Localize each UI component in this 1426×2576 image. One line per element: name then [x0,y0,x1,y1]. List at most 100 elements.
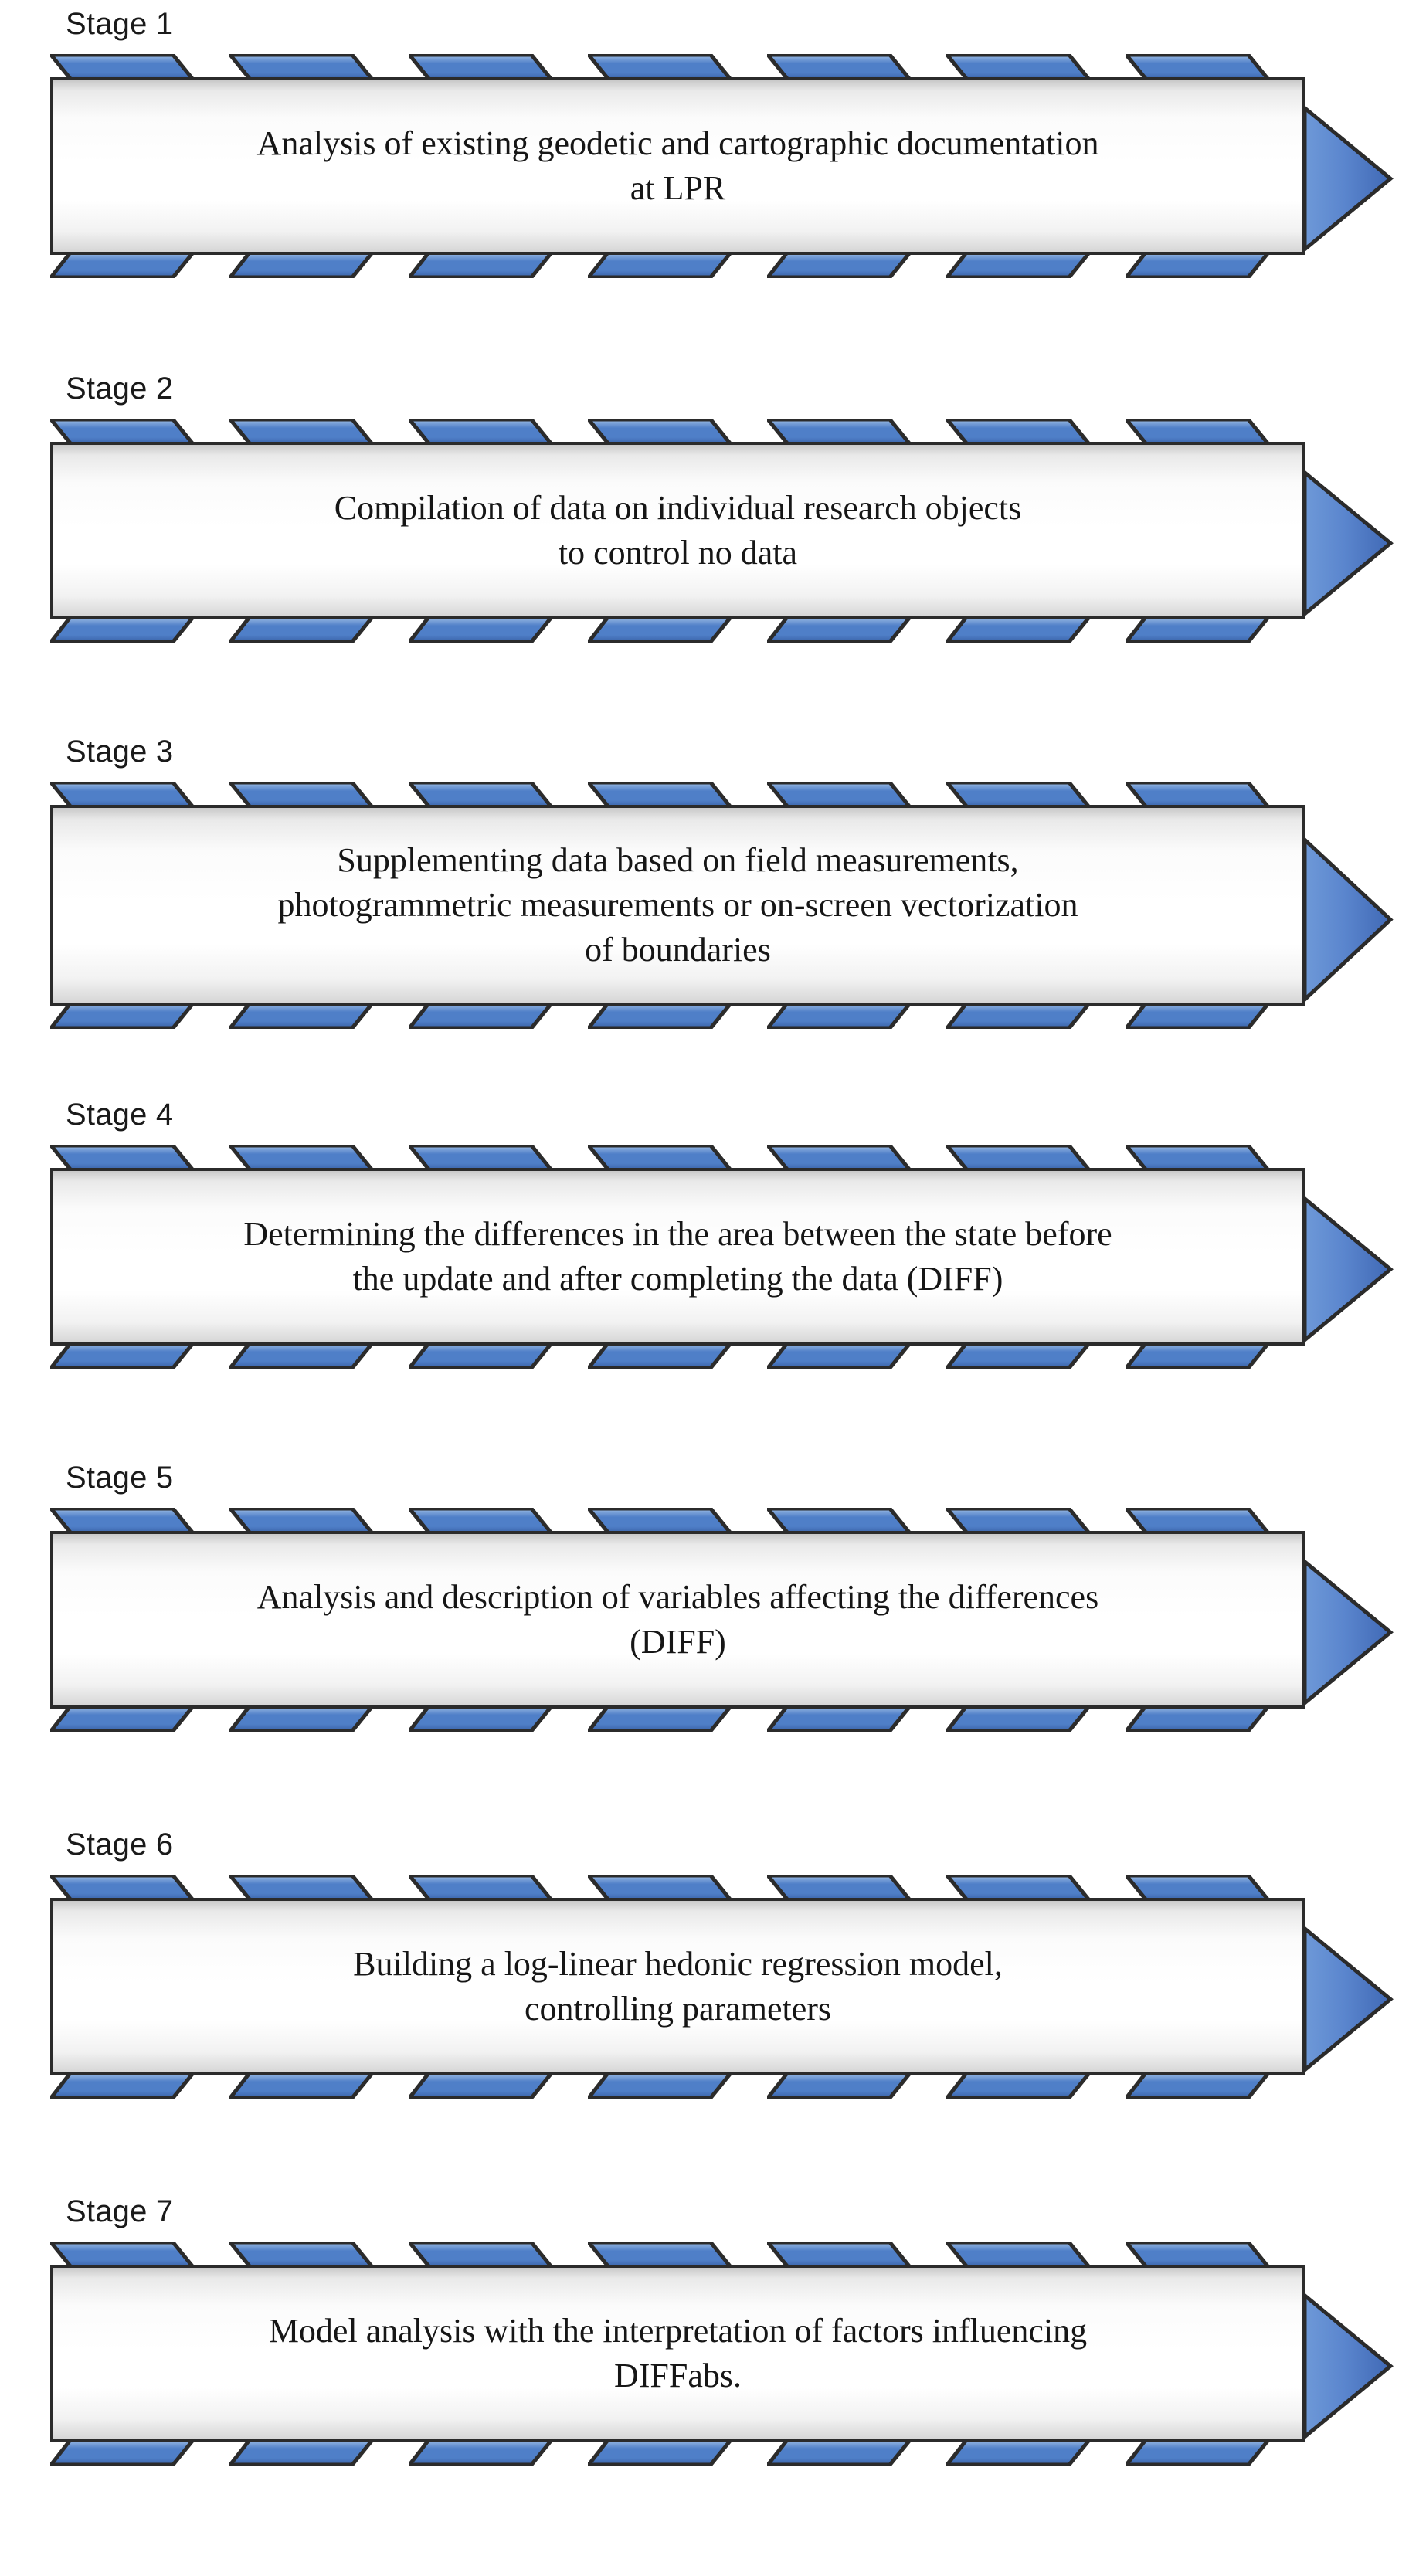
chevron-icon [1126,54,1269,80]
chevron-icon [229,419,373,445]
stage-text-4: Determining the differences in the area … [243,1215,1112,1298]
stage-block-4: Stage 4 [0,1097,1426,1369]
stage-arrow-2: Compilation of data on individual resear… [0,419,1426,643]
stage-text-7: Model analysis with the interpretation o… [268,2312,1088,2394]
chevron-icon [588,1145,732,1171]
stage-text-6: Building a log-linear hedonic regression… [353,1945,1003,2028]
chevron-icon [588,1705,732,1732]
chevron-icon [229,54,373,80]
chevron-icon [1126,1003,1269,1029]
chevron-icon [767,252,911,278]
chevron-icon [229,782,373,808]
chevron-icon [767,1003,911,1029]
chevron-icon [50,1003,194,1029]
chevron-icon [50,1342,194,1369]
stage-body-3: Supplementing data based on field measur… [50,805,1305,1006]
stage-text-1: Analysis of existing geodetic and cartog… [256,124,1099,207]
chevron-icon [1126,616,1269,643]
arrow-head-icon [1302,1926,1394,2072]
chevron-icon [767,419,911,445]
chevron-icon [229,2439,373,2466]
chevron-icon [409,1875,552,1901]
chevron-icon [50,2439,194,2466]
chevron-icon [229,1875,373,1901]
chevron-icon [946,1145,1090,1171]
chevron-icon [1126,419,1269,445]
chevron-row-bottom-6 [50,2072,1305,2099]
chevron-icon [1126,2242,1269,2268]
chevron-icon [588,616,732,643]
stage-text-5: Analysis and description of variables af… [256,1578,1099,1661]
chevron-icon [1126,252,1269,278]
chevron-icon [588,252,732,278]
chevron-icon [767,2072,911,2099]
stage-arrow-3: Supplementing data based on field measur… [0,782,1426,1029]
stage-arrow-5: Analysis and description of variables af… [0,1508,1426,1732]
arrow-head-icon [1302,1560,1394,1705]
chevron-icon [229,616,373,643]
chevron-icon [588,54,732,80]
chevron-icon [409,2242,552,2268]
arrow-head-icon [1302,470,1394,616]
chevron-icon [229,1145,373,1171]
stage-label-1: Stage 1 [66,7,174,41]
stage-arrow-7: Model analysis with the interpretation o… [0,2242,1426,2466]
chevron-icon [588,2439,732,2466]
stage-block-6: Stage 6 [0,1827,1426,2099]
chevron-icon [409,1342,552,1369]
stage-label-2: Stage 2 [66,372,174,406]
stage-body-4: Determining the differences in the area … [50,1168,1305,1346]
chevron-row-bottom-2 [50,616,1305,643]
chevron-icon [767,54,911,80]
chevron-icon [229,1342,373,1369]
stage-arrow-1: Analysis of existing geodetic and cartog… [0,54,1426,278]
chevron-icon [767,2242,911,2268]
stage-label-7: Stage 7 [66,2194,174,2228]
chevron-icon [50,54,194,80]
chevron-icon [588,1508,732,1534]
stage-block-7: Stage 7 [0,2194,1426,2466]
chevron-icon [409,252,552,278]
chevron-icon [946,1705,1090,1732]
chevron-icon [409,1145,552,1171]
chevron-icon [50,616,194,643]
chevron-icon [50,1145,194,1171]
chevron-row-top-4 [50,1145,1305,1171]
chevron-row-bottom-4 [50,1342,1305,1369]
chevron-icon [50,419,194,445]
chevron-icon [1126,2072,1269,2099]
chevron-icon [409,2072,552,2099]
chevron-row-top-5 [50,1508,1305,1534]
chevron-row-bottom-7 [50,2439,1305,2466]
chevron-icon [946,616,1090,643]
chevron-icon [1126,1508,1269,1534]
stage-body-5: Analysis and description of variables af… [50,1531,1305,1709]
chevron-icon [946,1342,1090,1369]
chevron-icon [588,782,732,808]
chevron-icon [1126,782,1269,808]
chevron-icon [409,1003,552,1029]
stage-body-1: Analysis of existing geodetic and cartog… [50,77,1305,255]
chevron-icon [50,252,194,278]
chevron-icon [767,1508,911,1534]
arrow-head-icon [1302,837,1394,1002]
chevron-icon [50,1705,194,1732]
chevron-icon [588,419,732,445]
chevron-icon [767,1875,911,1901]
chevron-icon [1126,1145,1269,1171]
chevron-icon [1126,1705,1269,1732]
chevron-icon [409,1508,552,1534]
stage-label-4: Stage 4 [66,1098,174,1132]
stage-label-3: Stage 3 [66,735,174,769]
chevron-icon [409,419,552,445]
chevron-icon [1126,2439,1269,2466]
chevron-icon [409,54,552,80]
chevron-icon [50,1875,194,1901]
arrow-head-icon [1302,1196,1394,1342]
arrow-head-icon [1302,2293,1394,2439]
chevron-icon [229,1705,373,1732]
chevron-icon [946,1003,1090,1029]
chevron-icon [767,616,911,643]
chevron-icon [50,782,194,808]
